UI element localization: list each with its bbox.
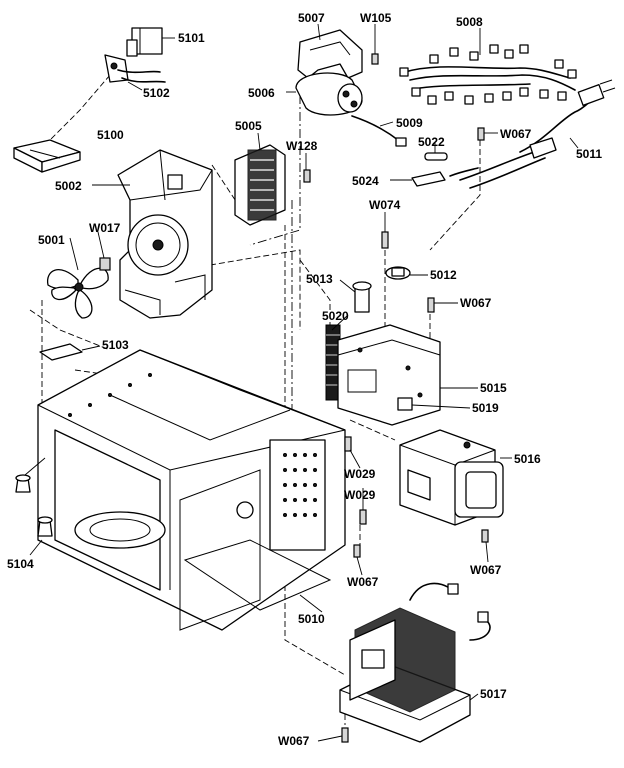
label-w017: W017 bbox=[89, 221, 121, 235]
label-5016: 5016 bbox=[514, 452, 541, 466]
part-5015-control-panel-frame bbox=[337, 324, 441, 426]
label-5009: 5009 bbox=[396, 116, 423, 130]
label-w074: W074 bbox=[369, 198, 401, 212]
part-5101-noise-filter bbox=[126, 27, 163, 57]
label-w067-e: W067 bbox=[278, 734, 310, 748]
label-5008: 5008 bbox=[456, 15, 483, 29]
label-5002: 5002 bbox=[55, 179, 82, 193]
leader-lines bbox=[24, 23, 579, 742]
part-w067-screw-a bbox=[477, 127, 485, 141]
part-w074-screw bbox=[381, 231, 389, 249]
label-5001: 5001 bbox=[38, 233, 65, 247]
part-5102-sensor-bracket bbox=[104, 54, 166, 83]
label-5007: 5007 bbox=[298, 11, 325, 25]
part-w067-screw-d bbox=[353, 544, 361, 558]
label-5013: 5013 bbox=[306, 272, 333, 286]
label-5101: 5101 bbox=[178, 31, 205, 45]
label-5100: 5100 bbox=[97, 128, 124, 142]
label-5104: 5104 bbox=[7, 557, 34, 571]
label-5012: 5012 bbox=[430, 268, 457, 282]
part-5103-plate bbox=[39, 343, 83, 361]
label-5017: 5017 bbox=[480, 687, 507, 701]
part-5001-fan-blade bbox=[47, 267, 109, 319]
label-w029-a: W029 bbox=[344, 467, 376, 481]
part-5024-fuse-holder bbox=[411, 167, 479, 187]
part-5007-capacitor-bracket bbox=[297, 29, 363, 79]
label-5102: 5102 bbox=[143, 86, 170, 100]
label-5020: 5020 bbox=[322, 309, 349, 323]
label-5024: 5024 bbox=[352, 174, 379, 188]
part-5012-thermal-cutout bbox=[385, 266, 411, 280]
part-w067-screw-b bbox=[427, 297, 435, 313]
label-w029-b: W029 bbox=[344, 488, 376, 502]
label-w105: W105 bbox=[360, 11, 392, 25]
label-w128: W128 bbox=[286, 139, 318, 153]
part-w017-fan-nut bbox=[99, 257, 111, 271]
label-w067-d: W067 bbox=[470, 563, 502, 577]
part-5005-control-board bbox=[234, 144, 286, 226]
part-5100-air-duct bbox=[13, 139, 81, 173]
part-labels: 5101 5102 5100 5002 5001 W017 5005 W128 … bbox=[7, 11, 602, 748]
label-w067-b: W067 bbox=[460, 296, 492, 310]
label-5006: 5006 bbox=[248, 86, 275, 100]
part-5104-foot bbox=[15, 474, 53, 537]
label-5022: 5022 bbox=[418, 135, 445, 149]
label-5019: 5019 bbox=[472, 401, 499, 415]
label-5005: 5005 bbox=[235, 119, 262, 133]
part-5019-switch bbox=[397, 397, 413, 411]
part-w105-screw bbox=[371, 53, 379, 65]
part-5022-fuse bbox=[424, 152, 448, 161]
label-w067-c: W067 bbox=[347, 575, 379, 589]
part-5008-wire-harness bbox=[399, 44, 577, 105]
label-5015: 5015 bbox=[480, 381, 507, 395]
part-5013-thermistor bbox=[352, 281, 372, 313]
part-5016-magnetron bbox=[399, 429, 504, 526]
part-5002-fan-motor-bracket bbox=[117, 149, 213, 319]
part-w067-screw-c bbox=[481, 529, 489, 543]
part-5006-hv-capacitor bbox=[295, 72, 363, 116]
part-5011-power-cord bbox=[459, 79, 616, 189]
part-5017-hv-transformer bbox=[339, 582, 491, 743]
part-5010-cavity-assembly bbox=[37, 349, 346, 631]
label-5103: 5103 bbox=[102, 338, 129, 352]
label-5011: 5011 bbox=[576, 147, 602, 161]
part-5009-diode bbox=[351, 115, 407, 147]
part-w067-screw-e bbox=[341, 727, 349, 743]
part-w128-screw bbox=[303, 169, 311, 183]
label-w067-a: W067 bbox=[500, 127, 532, 141]
label-5010: 5010 bbox=[298, 612, 325, 626]
